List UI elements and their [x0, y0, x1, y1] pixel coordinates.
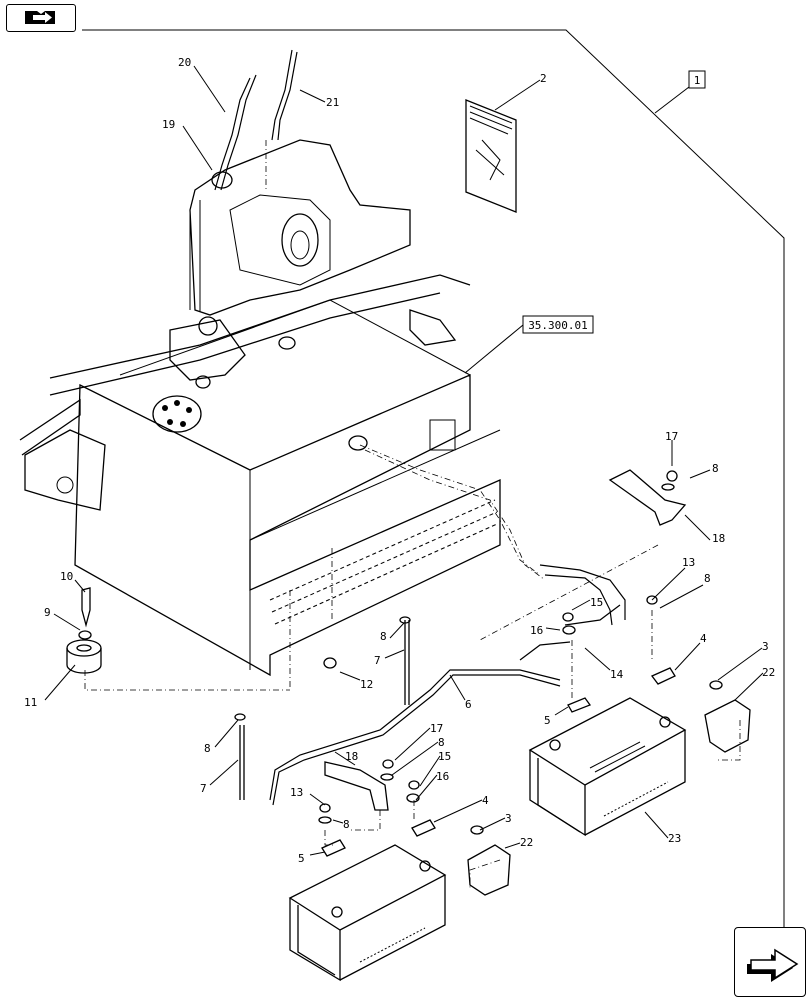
cable-20-b: [220, 74, 257, 191]
leader-lines: [44, 65, 764, 856]
bracket-18-lower: [324, 761, 389, 811]
next-arrow-icon: [747, 948, 799, 982]
callout-15-lower[interactable]: 15: [438, 750, 451, 763]
callout-16-upper[interactable]: 16: [530, 624, 543, 637]
battery-left: [288, 844, 447, 982]
callout-17-lower[interactable]: 17: [430, 722, 443, 735]
callout-9[interactable]: 9: [44, 606, 51, 619]
terminal-cover-22-right: [704, 699, 751, 753]
callout-20[interactable]: 20: [178, 56, 191, 69]
callout-8-lower-b[interactable]: 8: [438, 736, 445, 749]
washer-9: [78, 630, 92, 640]
callout-8-right[interactable]: 8: [704, 572, 711, 585]
callout-7-upper[interactable]: 7: [374, 654, 381, 667]
washer-8-mid: [399, 616, 411, 624]
rubber-mount-11: [66, 639, 102, 674]
callout-17-upper[interactable]: 17: [665, 430, 678, 443]
clip-3-left: [470, 825, 484, 835]
nut-17-upper: [666, 470, 678, 482]
cable-14: [519, 641, 571, 661]
callout-6[interactable]: 6: [465, 698, 472, 711]
terminal-4-right: [650, 667, 676, 685]
chassis-frame: [19, 139, 501, 677]
callout-19[interactable]: 19: [162, 118, 175, 131]
terminal-5-right: [567, 697, 592, 713]
cable-16-15: [564, 604, 621, 626]
operator-manual: [465, 99, 517, 213]
callout-13-lower[interactable]: 13: [290, 786, 303, 799]
battery-23: [528, 697, 687, 837]
section-ref-label: 35.300.01: [528, 319, 588, 332]
callout-14[interactable]: 14: [610, 668, 624, 681]
callout-4-right[interactable]: 4: [700, 632, 707, 645]
section-ref-box[interactable]: 35.300.01: [522, 315, 594, 334]
assembly-ref-box[interactable]: 1: [688, 70, 706, 89]
nut-13-upper: [646, 595, 658, 605]
assembly-boundary-line: [82, 29, 785, 940]
callout-labels: 20 21 19 2 17 8 18 13 8 10 9 11 15 16 8 …: [24, 56, 775, 865]
callout-23[interactable]: 23: [668, 832, 681, 845]
terminal-5-left: [321, 839, 346, 857]
washer-8-upper: [661, 483, 675, 491]
nut-15-lower: [408, 780, 420, 790]
callout-3-right[interactable]: 3: [762, 640, 769, 653]
callout-21[interactable]: 21: [326, 96, 339, 109]
callout-18-lower[interactable]: 18: [345, 750, 358, 763]
callout-22-right[interactable]: 22: [762, 666, 775, 679]
callout-10[interactable]: 10: [60, 570, 73, 583]
callout-8-upper[interactable]: 8: [712, 462, 719, 475]
cable-21: [271, 49, 293, 141]
callout-15-upper[interactable]: 15: [590, 596, 603, 609]
callout-8-lower-c[interactable]: 8: [343, 818, 350, 831]
callout-5-right[interactable]: 5: [544, 714, 551, 727]
callout-4-left[interactable]: 4: [482, 794, 489, 807]
book-arrow-icon: [25, 11, 55, 24]
rod-7-upper: [404, 620, 410, 705]
callout-8-lower[interactable]: 8: [204, 742, 211, 755]
washer-8-lower-c: [318, 816, 332, 824]
washer-8-lower-b: [380, 773, 394, 781]
callout-16-lower[interactable]: 16: [436, 770, 449, 783]
cable-clamp-19: [211, 171, 233, 189]
washer-16-lower: [406, 793, 420, 803]
rod-7-lower: [239, 725, 245, 800]
nut-15-upper: [562, 612, 574, 622]
assembly-ref-leader: [654, 86, 690, 114]
cable-21-b: [277, 51, 298, 141]
callout-7-lower[interactable]: 7: [200, 782, 207, 795]
nut-12: [323, 657, 337, 669]
callout-13-upper[interactable]: 13: [682, 556, 695, 569]
callout-22-left[interactable]: 22: [520, 836, 533, 849]
terminal-4-left: [411, 819, 436, 837]
callout-8-mid[interactable]: 8: [380, 630, 387, 643]
assembly-ref-label: 1: [694, 74, 701, 87]
callout-11[interactable]: 11: [24, 696, 37, 709]
clip-3-right: [709, 680, 723, 690]
washer-8-lower: [234, 713, 246, 721]
section-ref-leader: [464, 324, 524, 374]
next-page-button[interactable]: [734, 927, 806, 997]
cable-20: [214, 77, 251, 191]
nut-17-lower: [382, 759, 394, 769]
callout-5-left[interactable]: 5: [298, 852, 305, 865]
home-nav-button[interactable]: [6, 4, 76, 32]
bolt-10: [81, 587, 91, 628]
callout-3-left[interactable]: 3: [505, 812, 512, 825]
callout-2[interactable]: 2: [540, 72, 547, 85]
washer-16-upper: [562, 625, 576, 635]
terminal-cover-22-left: [467, 844, 511, 896]
callout-18-upper[interactable]: 18: [712, 532, 725, 545]
bracket-18-upper: [608, 469, 687, 526]
nut-13-lower: [319, 803, 331, 813]
callout-12[interactable]: 12: [360, 678, 373, 691]
